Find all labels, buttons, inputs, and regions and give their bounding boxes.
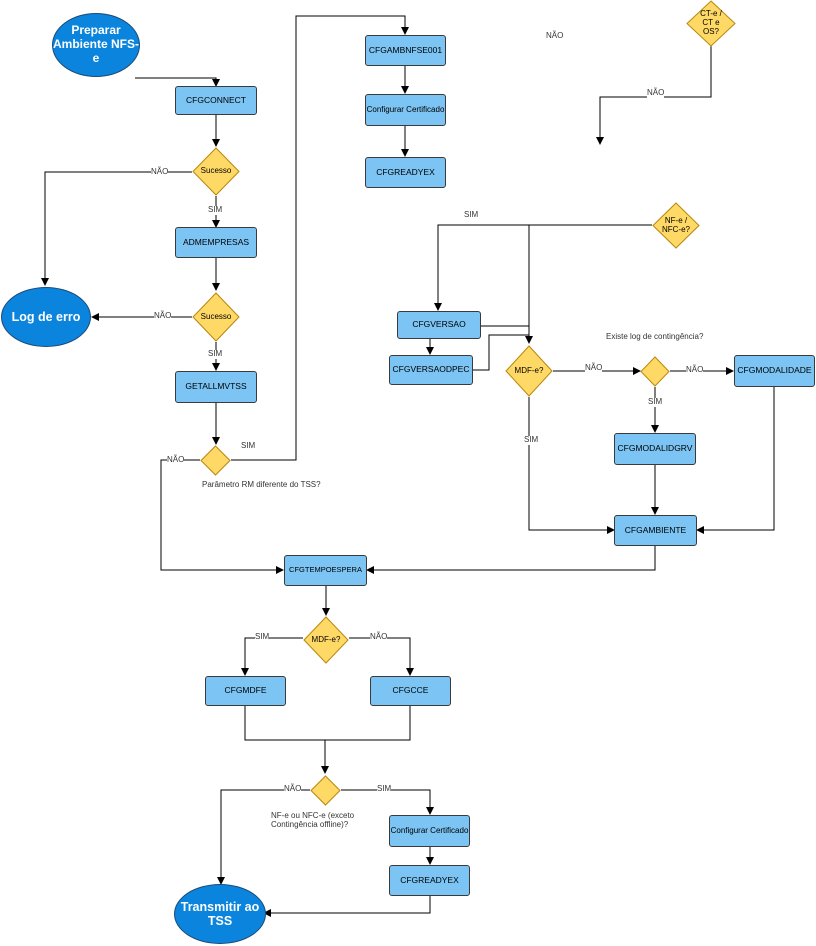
label-nao-contingencia: NÃO [686,365,704,375]
cfgambnfse001-box: CFGAMBNFSE001 [365,35,446,66]
edge-merge [244,706,411,741]
cfgcce-box: CFGCCE [370,676,451,706]
edge-mdfe-ambiente [528,397,615,534]
edge-param-cfgamb [231,15,409,461]
edge-ambiente-tempo [366,546,656,574]
mdfe-bottom-decision: MDF-e? [303,616,349,664]
cte-decision: CT-e / CT e OS? [686,0,736,47]
contingencia-text: Existe log de contingência? [606,332,704,341]
edge-ready-transmitir [263,896,431,917]
cfgmodalidade-box: CFGMODALIDADE [734,355,815,387]
label-nao-sucesso2: NÃO [154,311,172,321]
cte-label: CT-e / CT e OS? [700,9,722,36]
sucesso2-decision: Sucesso [192,292,240,342]
param-rm-decision [200,445,231,476]
label-nao-nfe-bottom: NÃO [284,784,302,794]
log-erro-terminal: Log de erro [1,287,91,347]
edge-mdfe-cfgmdfe [241,637,303,676]
cfgmdfe-box: CFGMDFE [205,676,286,706]
label-sim-param: SIM [241,441,256,451]
label-sim-mdfe-top: SIM [524,435,539,445]
label-nao-cte: NÃO [647,88,665,98]
edge-mdfe-cfgcce [349,637,414,676]
label-sim-nfe-bottom: SIM [377,784,392,794]
cfgmodalidgrv-box: CFGMODALIDGRV [614,433,696,465]
nfe-bottom-decision [310,775,341,806]
nfe-label: NF-e / NFC-e? [661,215,690,234]
sucesso1-decision: Sucesso [192,147,240,196]
label-nao-top: NÃO [546,31,564,41]
nfe-decision: NF-e / NFC-e? [652,202,700,249]
cfgconnect-box: CFGCONNECT [175,86,257,115]
getallmvtss-box: GETALLMVTSS [175,371,257,403]
contingencia-decision [640,356,670,387]
label-nao-mdfe-top: NÃO [585,363,603,373]
edge-param-tempo [160,459,284,574]
label-sim-nfe: SIM [464,210,479,219]
nfe-bottom-text: NF-e ou NFC-e (exceto Contingência offli… [271,811,355,829]
edge-sucesso1-log [41,171,192,286]
mdfe-top-label: MDF-e? [514,365,544,375]
admempresas-box: ADMEMPRESAS [175,227,257,258]
label-nao-mdfe-bottom: NÃO [370,632,388,642]
start-terminal: Preparar Ambiente NFS-e [52,13,140,77]
transmitir-terminal: Transmitir ao TSS [174,884,266,944]
config-cert-bottom-box: Configurar Certificado [389,815,470,847]
mdfe-bottom-label: MDF-e? [311,634,341,644]
edge-nfe-cfgversao [434,224,652,311]
cfgreadyex-top-box: CFGREADYEX [365,157,446,188]
sucesso2-label: Sucesso [200,311,232,321]
edge-modalidade-ambiente [696,387,775,534]
label-sim-contingencia: SIM [648,397,663,407]
label-nao-sucesso1: NÃO [151,167,169,177]
label-sim-sucesso2: SIM [208,349,223,359]
config-cert-top-box: Configurar Certificado [365,94,446,126]
cfgversaodpec-box: CFGVERSAODPEC [389,355,473,385]
edge-nfe-cert [341,789,434,815]
param-rm-text: Parâmetro RM diferente do TSS? [202,480,321,489]
cfgtempoespera-box: CFGTEMPOESPERA [284,555,367,586]
sucesso1-label: Sucesso [200,166,232,176]
label-sim-sucesso1: SIM [208,205,223,215]
cfgreadyex-bottom-box: CFGREADYEX [389,865,470,896]
edge-start-cfgconnect [135,77,220,87]
edge-nfe-transmitir [217,789,310,885]
label-nao-param: NÃO [167,455,185,465]
cfgambiente-box: CFGAMBIENTE [614,515,697,546]
cfgversao-box: CFGVERSAO [397,311,481,339]
edge-dpec-loop [473,325,530,371]
label-sim-mdfe-bottom: SIM [255,632,270,642]
mdfe-top-decision: MDF-e? [505,345,553,397]
